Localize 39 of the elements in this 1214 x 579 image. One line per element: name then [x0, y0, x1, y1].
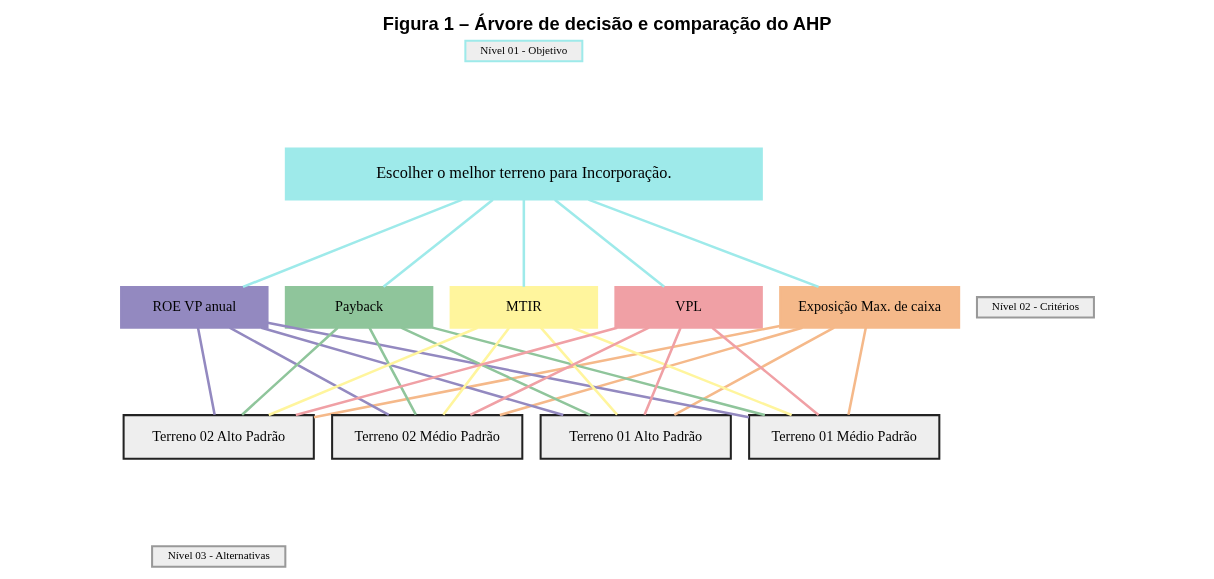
connector [673, 326, 835, 416]
node-box: Terreno 01 Médio Padrão [747, 414, 940, 460]
connector [242, 198, 463, 289]
connector [400, 326, 591, 417]
node-box: Escolher o melhor terreno para Incorporação. [284, 147, 763, 201]
connector [441, 326, 510, 416]
connector [539, 326, 618, 416]
connector [642, 327, 682, 416]
connector [267, 326, 478, 417]
connector [228, 326, 389, 416]
node-box: Nível 01 - Objetivo [463, 39, 583, 63]
connector [295, 326, 618, 417]
connector [260, 326, 564, 417]
connector [367, 327, 417, 416]
node-box: VPL [613, 285, 763, 329]
node-box: Nível 02 - Critérios [975, 296, 1095, 319]
node-box: Exposição Max. de caixa [778, 285, 960, 329]
connector [499, 326, 803, 417]
connector [710, 326, 819, 416]
connector [196, 327, 216, 415]
connector [431, 326, 765, 417]
node-box: Terreno 02 Médio Padrão [330, 414, 523, 460]
connector [571, 326, 792, 417]
connector [522, 199, 525, 287]
connector [469, 326, 649, 417]
node-box: Payback [284, 285, 433, 329]
connector [587, 198, 819, 289]
connector [382, 198, 494, 288]
connector [266, 321, 749, 419]
connector [846, 327, 867, 415]
connector [553, 198, 665, 288]
node-box: MTIR [449, 285, 598, 329]
connector [313, 324, 780, 419]
node-box: Terreno 02 Alto Padrão [122, 414, 315, 460]
node-box: Terreno 01 Alto Padrão [539, 414, 732, 460]
connector [240, 326, 339, 416]
node-box: ROE VP anual [119, 285, 269, 329]
diagram-title: Figura 1 – Árvore de decisão e comparação do AHP [382, 13, 831, 35]
node-box: Nível 03 - Alternativas [150, 545, 286, 568]
